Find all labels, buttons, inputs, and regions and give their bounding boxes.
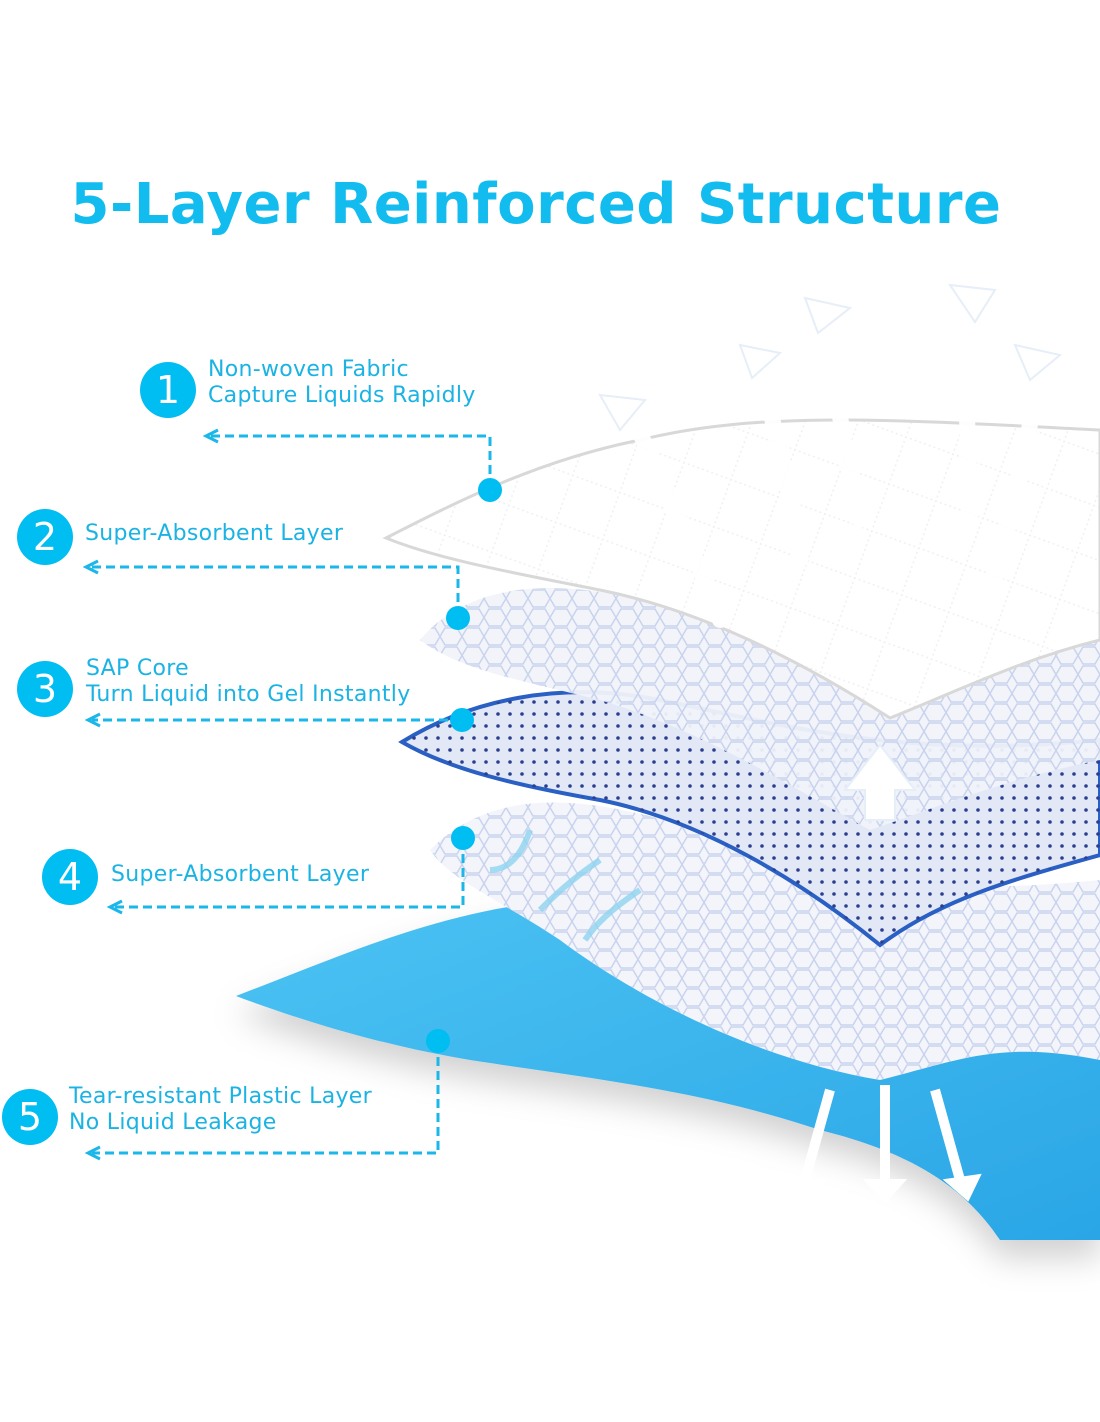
layer-2-badge: 2	[17, 509, 73, 565]
layer-5-badge: 5	[2, 1089, 58, 1145]
layer-5-description: No Liquid Leakage	[69, 1110, 277, 1135]
plastic-layer	[236, 902, 1100, 1240]
page-title: 5-Layer Reinforced Structure	[70, 172, 1002, 237]
downward-arrows	[782, 1085, 982, 1204]
nonwoven-layer	[382, 418, 1100, 720]
layer-3-badge: 3	[17, 661, 73, 717]
layer-4-badge: 4	[42, 849, 98, 905]
layer-4-name: Super-Absorbent Layer	[111, 862, 370, 887]
layer-1-label: Non-woven Fabric Capture Liquids Rapidly	[208, 357, 476, 409]
layer-5-name: Tear-resistant Plastic Layer	[69, 1084, 372, 1109]
airflow-arrows	[622, 292, 1048, 628]
layer-2-name: Super-Absorbent Layer	[85, 521, 344, 546]
leader-lines	[90, 434, 492, 1155]
layer-1-badge: 1	[140, 362, 196, 418]
layer-3-label: SAP Core Turn Liquid into Gel Instantly	[86, 656, 411, 708]
layer-1-name: Non-woven Fabric	[208, 357, 409, 382]
layer-3-name: SAP Core	[86, 656, 190, 681]
layer-1-description: Capture Liquids Rapidly	[208, 383, 476, 408]
layer-3-description: Turn Liquid into Gel Instantly	[86, 682, 411, 707]
layer-5-label: Tear-resistant Plastic Layer No Liquid L…	[69, 1084, 372, 1136]
